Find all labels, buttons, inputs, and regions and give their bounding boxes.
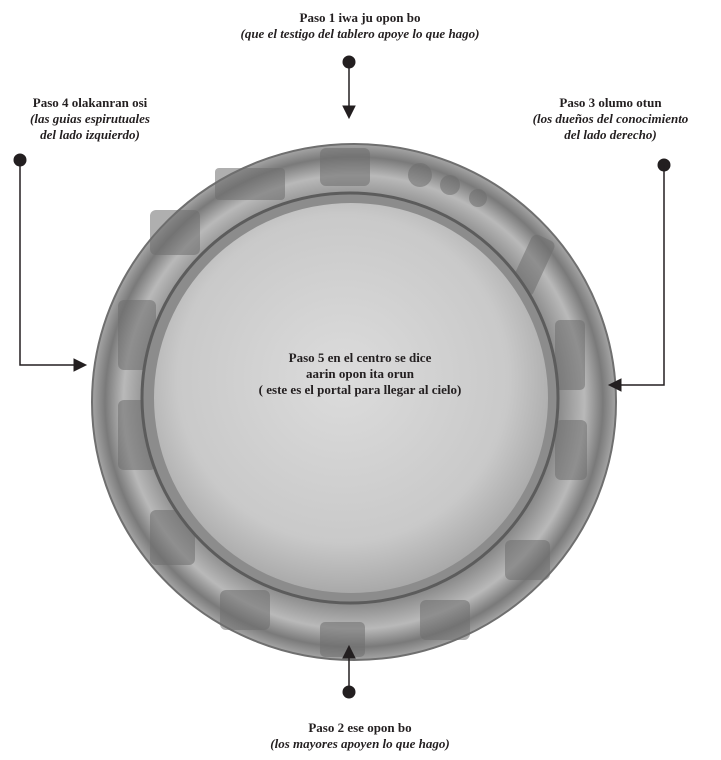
step-5-label: Paso 5 en el centro se dice aarin opon i… — [200, 350, 520, 398]
step-2-subtitle: (los mayores apoyen lo que hago) — [160, 736, 560, 752]
step-1-title: Paso 1 iwa ju opon bo — [160, 10, 560, 26]
step-4-label: Paso 4 olakanran osi (las guias espirutu… — [0, 95, 180, 143]
step-5-line1: Paso 5 en el centro se dice — [200, 350, 520, 366]
step-4-subtitle-line1: (las guias espirutuales — [0, 111, 180, 127]
arrow-left — [14, 154, 86, 371]
step-2-label: Paso 2 ese opon bo (los mayores apoyen l… — [160, 720, 560, 752]
step-1-label: Paso 1 iwa ju opon bo (que el testigo de… — [160, 10, 560, 42]
step-4-subtitle-line2: del lado izquierdo) — [0, 127, 180, 143]
arrow-bottom — [343, 646, 355, 698]
step-4-title: Paso 4 olakanran osi — [0, 95, 180, 111]
step-2-title: Paso 2 ese opon bo — [160, 720, 560, 736]
step-1-subtitle: (que el testigo del tablero apoye lo que… — [160, 26, 560, 42]
arrow-top — [343, 56, 355, 118]
step-3-subtitle-line2: del lado derecho) — [500, 127, 721, 143]
step-3-title: Paso 3 olumo otun — [500, 95, 721, 111]
step-3-subtitle-line1: (los dueños del conocimiento — [500, 111, 721, 127]
opon-tray — [92, 144, 616, 660]
step-5-line3: ( este es el portal para llegar al cielo… — [200, 382, 520, 398]
step-3-label: Paso 3 olumo otun (los dueños del conoci… — [500, 95, 721, 143]
arrow-right — [609, 159, 670, 391]
step-5-line2: aarin opon ita orun — [200, 366, 520, 382]
